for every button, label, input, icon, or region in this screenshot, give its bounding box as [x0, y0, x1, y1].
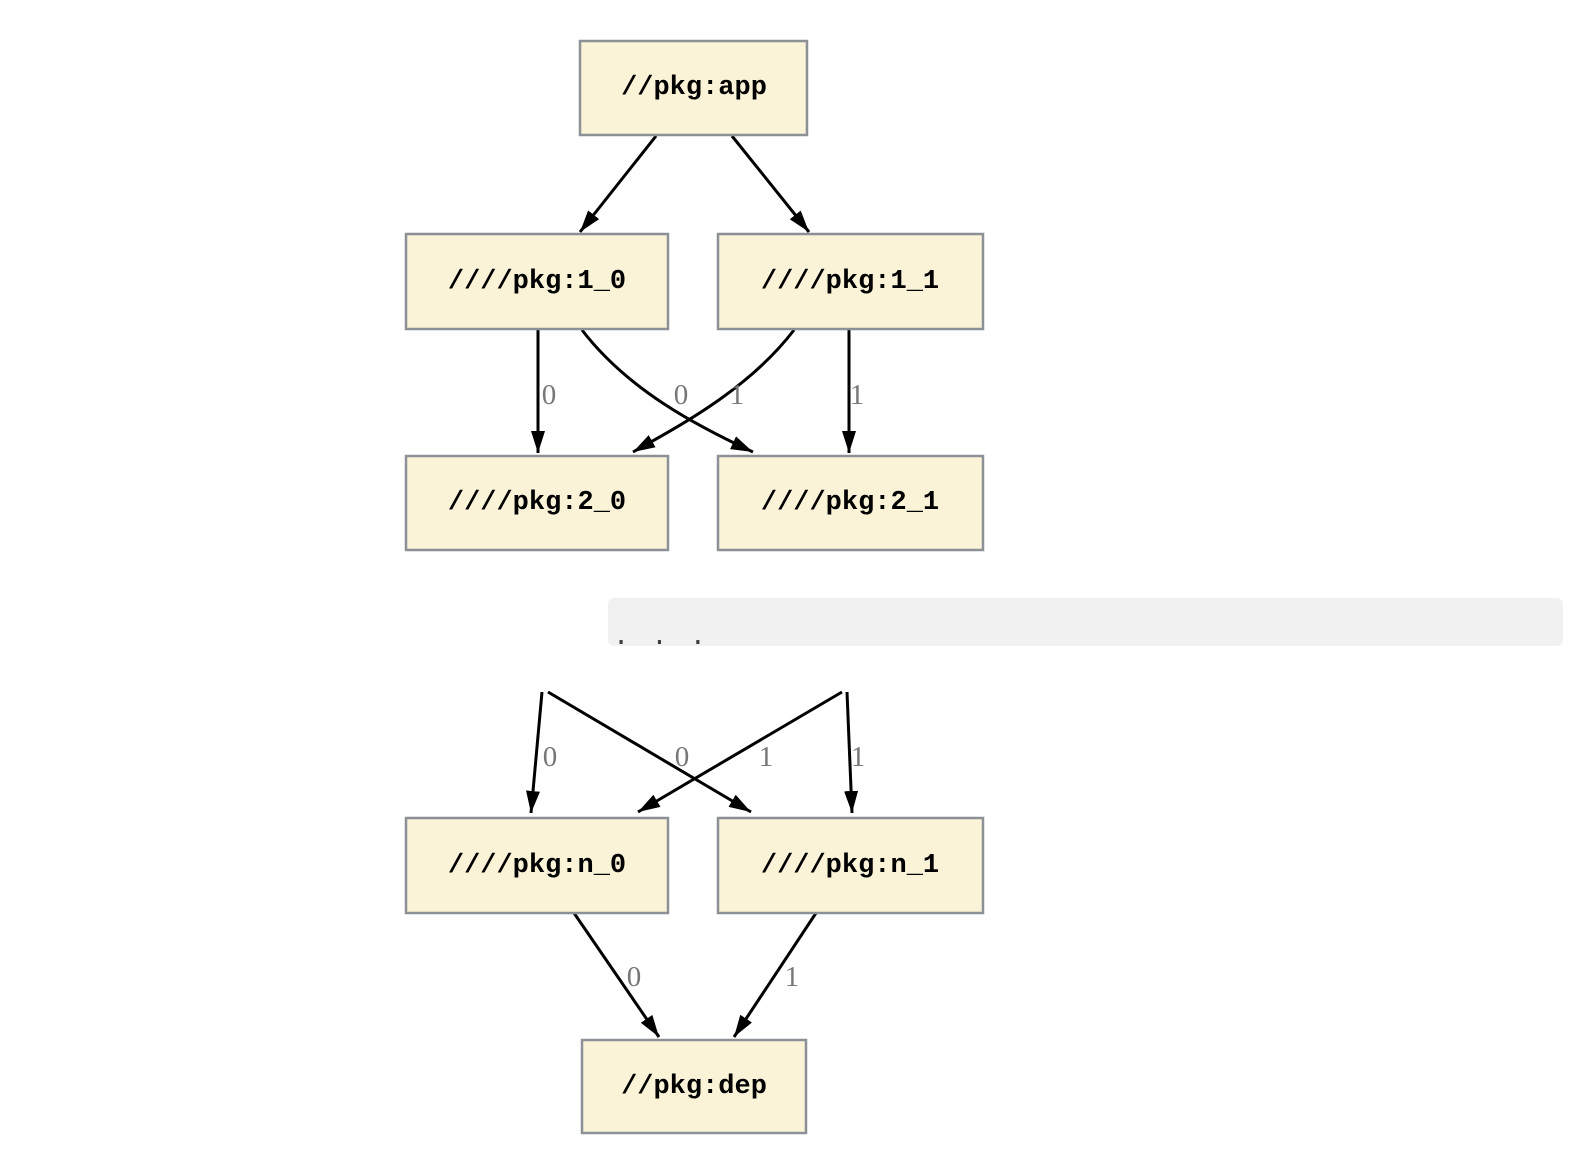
- node-pkg-dep: //pkg:dep: [580, 1038, 808, 1135]
- node-label: ////pkg:2_1: [761, 488, 939, 518]
- node-pkg-n_1: ////pkg:n_1: [716, 816, 985, 915]
- edge-label-middle-2: 1: [759, 741, 774, 773]
- ellipsis-bar: . . .: [608, 598, 1563, 653]
- ellipsis-text: . . .: [613, 623, 709, 653]
- node-box: [404, 232, 670, 331]
- node-label: ////pkg:1_1: [761, 267, 939, 297]
- node-box: [578, 39, 809, 137]
- node-pkg-1_0: ////pkg:1_0: [404, 232, 670, 331]
- edge-label-middle-0: 0: [543, 741, 558, 773]
- node-label: ////pkg:2_0: [448, 488, 626, 518]
- edge-label-lower-1: 1: [785, 961, 800, 993]
- node-pkg-1_1: ////pkg:1_1: [716, 232, 985, 331]
- edge-label-upper-3: 1: [850, 379, 865, 411]
- node-box: [404, 816, 670, 915]
- node-pkg-2_0: ////pkg:2_0: [404, 454, 670, 552]
- ellipsis-bar-background: [608, 598, 1563, 646]
- node-label: //pkg:app: [621, 73, 767, 103]
- node-pkg-app: //pkg:app: [578, 39, 809, 137]
- edge-label-middle-3: 1: [851, 741, 866, 773]
- edge-label-lower-0: 0: [627, 961, 642, 993]
- edge-1_1-to-2_0: [632, 329, 796, 454]
- edge-app-to-1_0: [578, 135, 658, 233]
- edge-1_0-to-2_1: [580, 329, 754, 454]
- edge-label-upper-0: 0: [542, 379, 557, 411]
- edge-label-middle-1: 0: [675, 741, 690, 773]
- edge-n_1-to-dep: [732, 912, 818, 1038]
- node-box: [716, 454, 985, 552]
- node-box: [716, 232, 985, 331]
- edge-prev0-to-n_1: [547, 690, 752, 814]
- node-label: ////pkg:n_0: [448, 851, 626, 881]
- node-label: ////pkg:n_1: [761, 851, 939, 881]
- node-pkg-n_0: ////pkg:n_0: [404, 816, 670, 915]
- node-pkg-2_1: ////pkg:2_1: [716, 454, 985, 552]
- node-label: ////pkg:1_0: [448, 267, 626, 297]
- edge-app-to-1_1: [730, 135, 811, 233]
- node-label: //pkg:dep: [621, 1072, 767, 1102]
- edge-prev1-to-n_0: [637, 690, 843, 814]
- node-box: [404, 454, 670, 552]
- node-box: [716, 816, 985, 915]
- edge-prev1-to-n_1: [844, 691, 859, 814]
- edge-label-upper-2: 1: [730, 379, 745, 411]
- edge-label-upper-1: 0: [674, 379, 689, 411]
- edge-prev0-to-n_0: [526, 691, 544, 814]
- edge-n_0-to-dep: [572, 912, 661, 1038]
- node-box: [580, 1038, 808, 1135]
